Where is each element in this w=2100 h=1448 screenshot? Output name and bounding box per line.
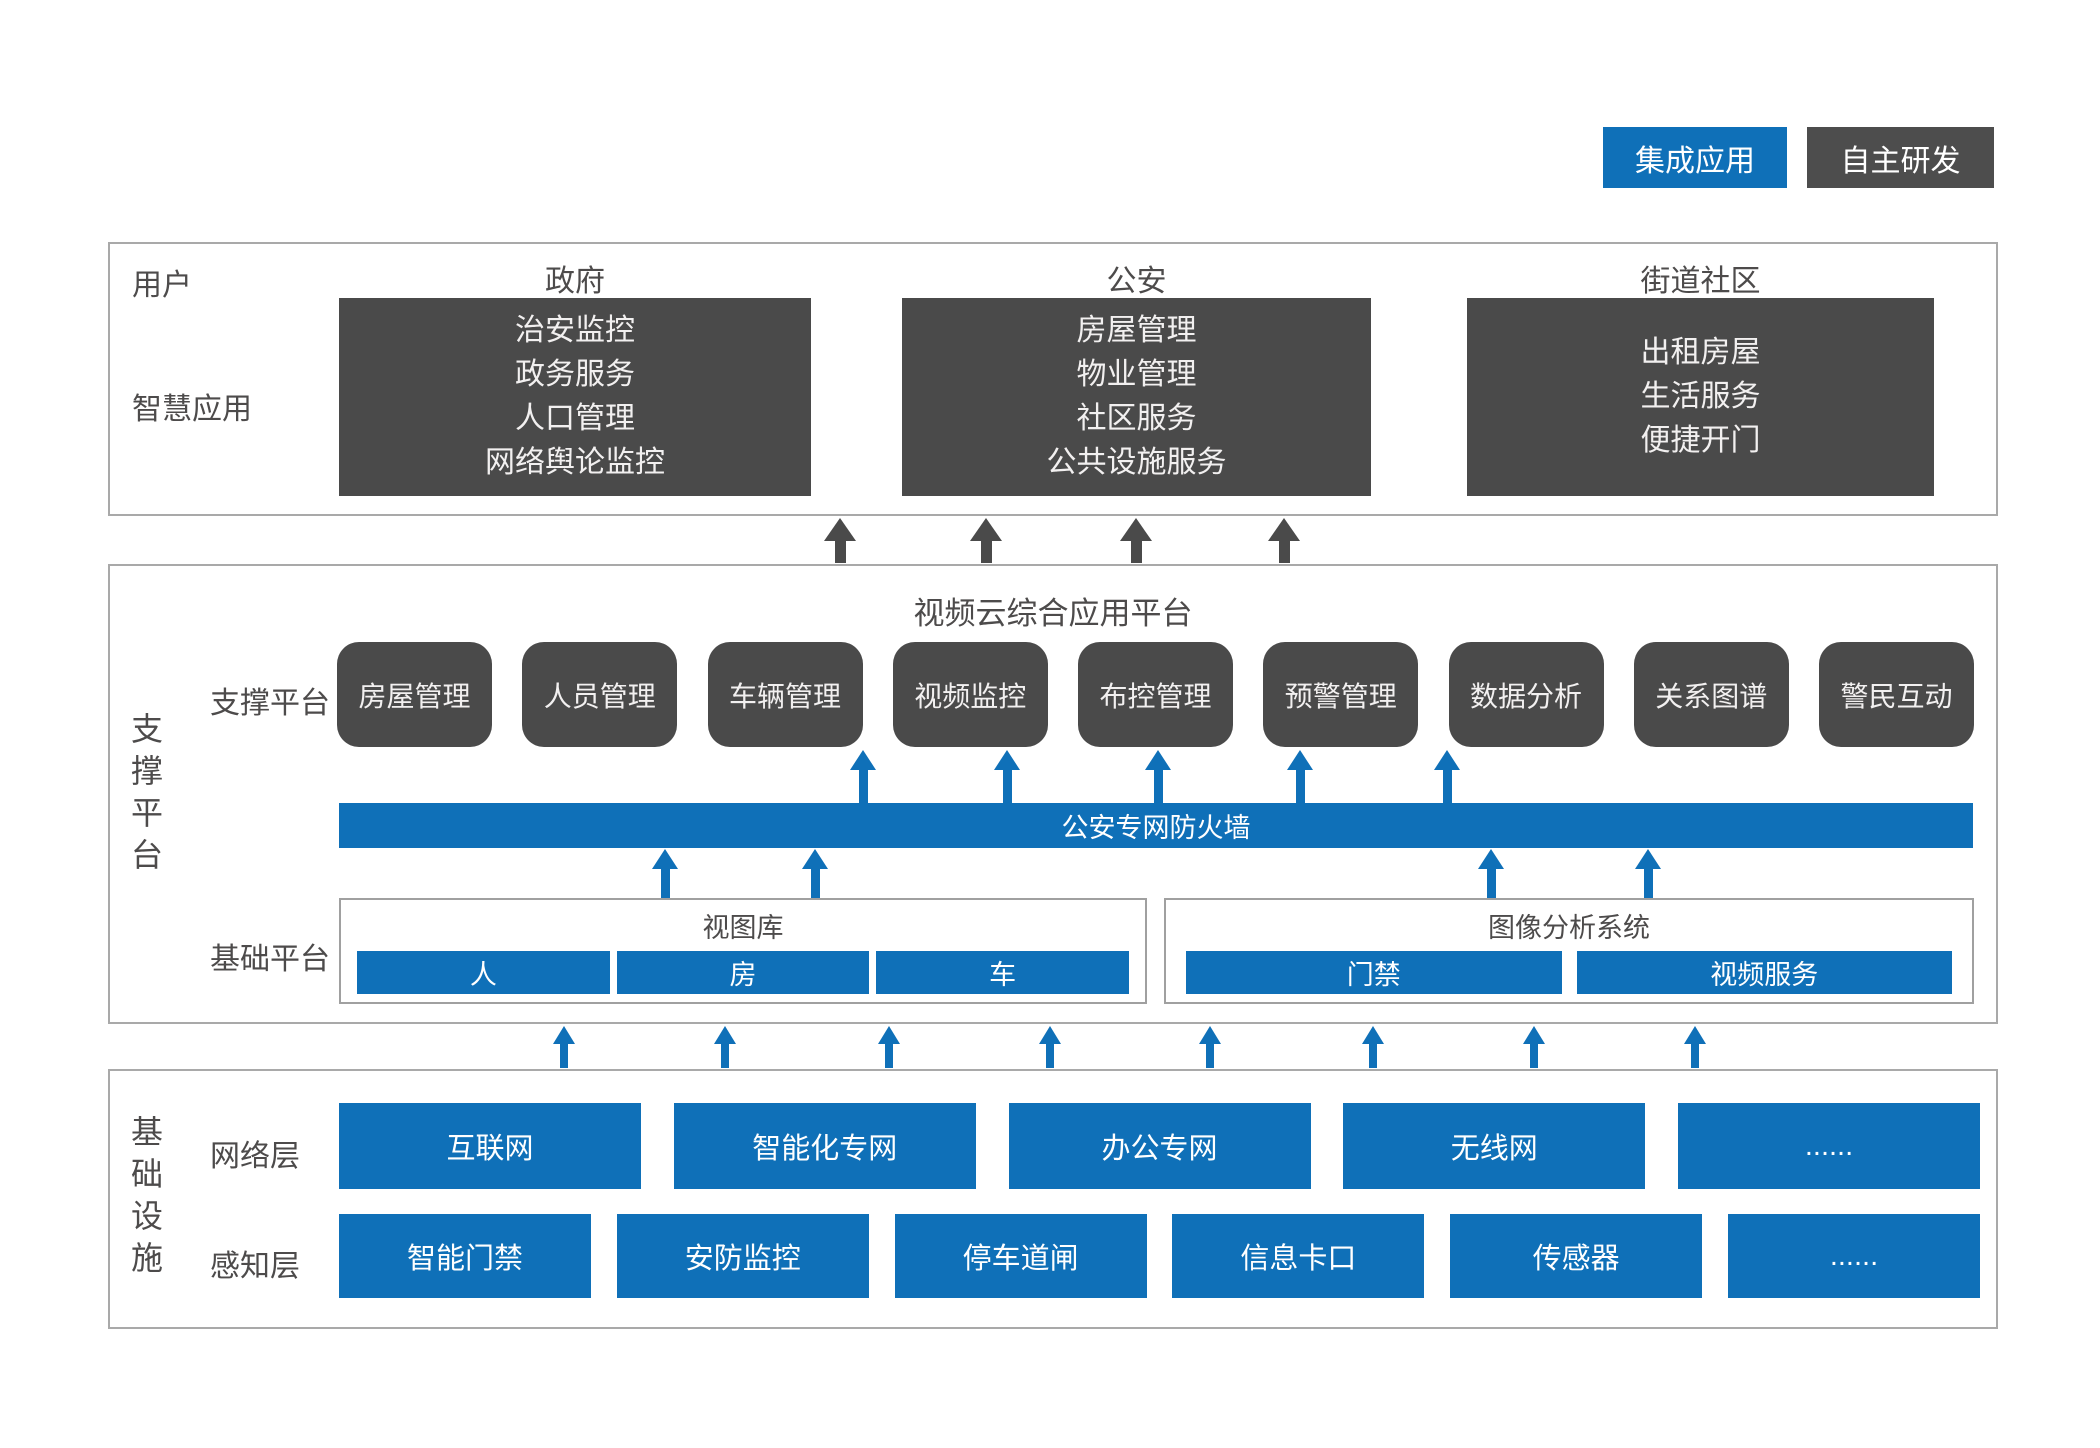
image-analysis-box: 图像分析系统 门禁 视频服务	[1164, 898, 1974, 1004]
module-chip: 车辆管理	[707, 642, 863, 747]
network-item: 办公专网	[1008, 1103, 1311, 1189]
up-arrow-icon	[1635, 849, 1661, 898]
smart-app-row-label: 智慧应用	[132, 393, 252, 426]
view-library-box: 视图库 人 房 车	[339, 898, 1147, 1004]
network-item: 智能化专网	[673, 1103, 976, 1189]
app-list-box: 治安监控 政务服务 人口管理 网络舆论监控	[339, 298, 811, 496]
perception-item: 传感器	[1450, 1214, 1703, 1298]
infrastructure-section: 基础设施 网络层 互联网 智能化专网 办公专网 无线网 ...... 感知层 智…	[108, 1069, 1998, 1329]
app-list-item: 物业管理	[1076, 358, 1197, 391]
up-arrow-icon	[1039, 1026, 1061, 1068]
view-library-title: 视图库	[702, 913, 784, 943]
firewall-bar: 公安专网防火墙	[339, 803, 1973, 848]
up-arrow-icon	[1523, 1026, 1545, 1068]
module-chip: 预警管理	[1263, 642, 1419, 747]
up-arrow-icon	[1145, 750, 1171, 803]
column-police: 公安 房屋管理 物业管理 社区服务 公共设施服务	[902, 256, 1371, 496]
view-library-bars: 人 房 车	[357, 951, 1130, 994]
up-arrow-icon	[1199, 1026, 1221, 1068]
up-arrow-icon	[850, 750, 876, 803]
app-list-item: 政务服务	[515, 358, 635, 391]
app-list-item: 治安监控	[515, 314, 635, 347]
up-arrow-icon	[1287, 750, 1313, 803]
view-library-item: 人	[357, 951, 610, 994]
up-arrow-icon	[1478, 849, 1504, 898]
perception-item: 智能门禁	[339, 1214, 591, 1298]
module-chip: 布控管理	[1078, 642, 1233, 747]
infra-side-label: 基础设施	[127, 1115, 163, 1283]
view-library-item: 车	[876, 951, 1130, 994]
column-community: 街道社区 出租房屋 生活服务 便捷开门	[1467, 256, 1934, 496]
image-analysis-item: 门禁	[1186, 951, 1562, 994]
network-item: 互联网	[339, 1103, 641, 1189]
module-chip: 关系图谱	[1633, 642, 1789, 747]
module-chip: 房屋管理	[337, 642, 492, 747]
perception-item: 停车道闸	[894, 1214, 1147, 1298]
up-arrow-icon	[1434, 750, 1460, 803]
up-arrow-icon	[994, 750, 1020, 803]
app-list-item: 出租房屋	[1640, 336, 1761, 369]
network-layer-label: 网络层	[210, 1140, 300, 1173]
up-arrow-icon	[824, 518, 856, 563]
app-list-box: 房屋管理 物业管理 社区服务 公共设施服务	[902, 298, 1371, 496]
column-header: 政府	[545, 265, 605, 298]
column-government: 政府 治安监控 政务服务 人口管理 网络舆论监控	[339, 256, 811, 496]
legend-integrated-badge: 集成应用	[1603, 127, 1787, 188]
support-side-label: 支撑平台	[127, 712, 163, 880]
support-platform-section: 支撑平台 视频云综合应用平台 支撑平台 房屋管理 人员管理 车辆管理 视频监控 …	[108, 564, 1998, 1024]
app-list-item: 公共设施服务	[1046, 446, 1227, 479]
module-chip: 人员管理	[522, 642, 678, 747]
image-analysis-bars: 门禁 视频服务	[1186, 951, 1952, 994]
up-arrow-icon	[1684, 1026, 1706, 1068]
up-arrow-icon	[714, 1026, 736, 1068]
network-item: 无线网	[1343, 1103, 1646, 1189]
up-arrow-icon	[553, 1026, 575, 1068]
app-list-item: 便捷开门	[1640, 424, 1761, 457]
app-list-box: 出租房屋 生活服务 便捷开门	[1467, 298, 1934, 496]
perception-item: 安防监控	[616, 1214, 869, 1298]
support-row-label: 支撑平台	[210, 687, 330, 720]
up-arrow-icon	[970, 518, 1002, 563]
module-row: 房屋管理 人员管理 车辆管理 视频监控 布控管理 预警管理 数据分析 关系图谱 …	[337, 642, 1974, 747]
platform-title: 视频云综合应用平台	[913, 596, 1193, 631]
perception-item: ......	[1727, 1214, 1980, 1298]
app-list-item: 社区服务	[1076, 402, 1197, 435]
app-list-item: 房屋管理	[1076, 314, 1197, 347]
perception-item: 信息卡口	[1172, 1214, 1425, 1298]
up-arrow-icon	[1120, 518, 1152, 563]
up-arrow-icon	[878, 1026, 900, 1068]
up-arrow-icon	[802, 849, 828, 898]
image-analysis-title: 图像分析系统	[1488, 913, 1650, 943]
app-list-item: 人口管理	[515, 402, 635, 435]
network-layer-row: 互联网 智能化专网 办公专网 无线网 ......	[339, 1103, 1980, 1189]
column-header: 街道社区	[1640, 265, 1761, 298]
up-arrow-icon	[1268, 518, 1300, 563]
app-list-item: 网络舆论监控	[485, 446, 665, 479]
view-library-item: 房	[616, 951, 870, 994]
perception-layer-label: 感知层	[210, 1250, 300, 1283]
network-item: ......	[1678, 1103, 1980, 1189]
legend-self-developed-badge: 自主研发	[1807, 127, 1994, 188]
app-list-item: 生活服务	[1640, 380, 1761, 413]
up-arrow-icon	[652, 849, 678, 898]
perception-layer-row: 智能门禁 安防监控 停车道闸 信息卡口 传感器 ......	[339, 1214, 1980, 1298]
column-header: 公安	[1106, 265, 1167, 298]
base-row-label: 基础平台	[210, 943, 330, 976]
up-arrow-icon	[1362, 1026, 1384, 1068]
user-section: 用户 智慧应用 政府 治安监控 政务服务 人口管理 网络舆论监控 公安 房屋管理…	[108, 242, 1998, 516]
image-analysis-item: 视频服务	[1576, 951, 1952, 994]
module-chip: 数据分析	[1448, 642, 1604, 747]
module-chip: 视频监控	[892, 642, 1048, 747]
module-chip: 警民互动	[1819, 642, 1974, 747]
user-row-label: 用户	[132, 269, 192, 302]
